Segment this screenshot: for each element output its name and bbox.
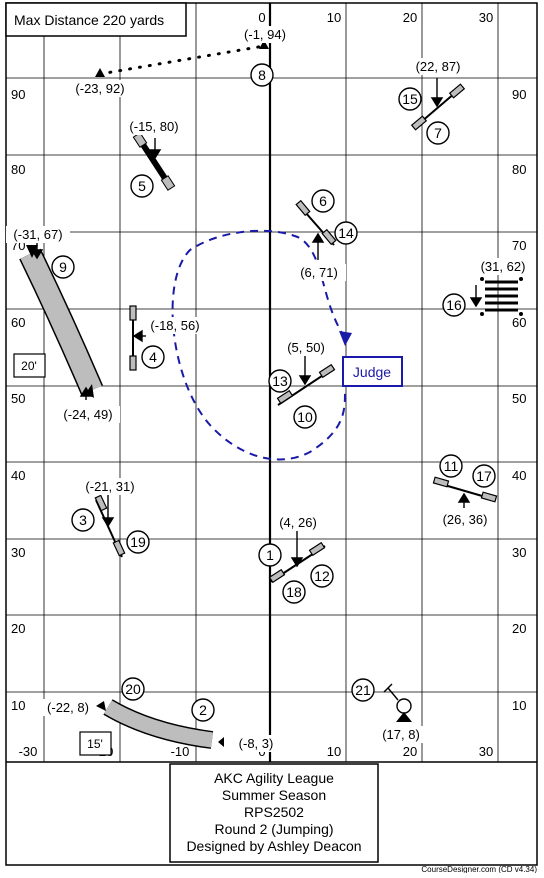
coord-label: (-1, 94) bbox=[244, 27, 286, 42]
right-axis-label: 40 bbox=[512, 468, 526, 483]
left-axis-label: 60 bbox=[11, 315, 25, 330]
obstacle-number-1: 1 bbox=[266, 547, 274, 563]
judge-label: Judge bbox=[353, 364, 391, 380]
right-axis-label: 50 bbox=[512, 391, 526, 406]
coord-label: (26, 36) bbox=[443, 512, 488, 527]
right-axis-label: 80 bbox=[512, 162, 526, 177]
tunnel-2-arrow bbox=[218, 737, 224, 747]
coord-label: (31, 62) bbox=[481, 259, 526, 274]
top-axis-label: 0 bbox=[258, 10, 265, 25]
bottom-axis-label: 30 bbox=[479, 744, 493, 759]
left-axis-label: 10 bbox=[11, 698, 25, 713]
obstacle-number-7: 7 bbox=[434, 125, 442, 141]
left-axis-label: 40 bbox=[11, 468, 25, 483]
coord-label: (4, 26) bbox=[279, 515, 317, 530]
left-axis-label: 90 bbox=[11, 87, 25, 102]
finish-21 bbox=[383, 683, 412, 722]
credit-text: CourseDesigner.com (CD v4.34) bbox=[421, 865, 537, 873]
obstacle-number-2: 2 bbox=[199, 702, 207, 718]
obstacle-number-9: 9 bbox=[59, 259, 67, 275]
start-cone-right bbox=[259, 40, 269, 49]
tunnel-2-length-box bbox=[79, 731, 112, 756]
right-axis-label: 20 bbox=[512, 621, 526, 636]
left-axis-label: 80 bbox=[11, 162, 25, 177]
coord-labels: (-1, 94) (-23, 92) (22, 87) (-15, 80) (-… bbox=[6, 26, 532, 752]
coord-label: (-22, 8) bbox=[47, 700, 89, 715]
coord-label: (5, 50) bbox=[287, 340, 325, 355]
right-axis-label: 60 bbox=[512, 315, 526, 330]
obstacle-number-12: 12 bbox=[314, 568, 330, 584]
tunnel-9-arrow bbox=[26, 245, 38, 258]
info-line: RPS2502 bbox=[244, 804, 304, 820]
obstacle-number-17: 17 bbox=[476, 468, 492, 484]
max-distance-box bbox=[5, 2, 187, 37]
obstacle-number-6: 6 bbox=[319, 193, 327, 209]
judge-box bbox=[342, 356, 403, 387]
top-axis-label: 30 bbox=[479, 10, 493, 25]
obstacle-number-20: 20 bbox=[125, 681, 141, 697]
info-line: Summer Season bbox=[222, 787, 326, 803]
weave-poles-16 bbox=[480, 277, 523, 316]
obstacle-number-10: 10 bbox=[297, 409, 313, 425]
obstacle-number-5: 5 bbox=[138, 178, 146, 194]
coord-label: (-8, 3) bbox=[239, 736, 274, 751]
tunnel-9-end-arrow bbox=[86, 384, 94, 398]
tunnel-2-length: 15' bbox=[87, 737, 103, 751]
coord-arrows bbox=[30, 78, 483, 568]
start-line bbox=[98, 44, 266, 76]
right-axis-label: 90 bbox=[512, 87, 526, 102]
obstacle-number-8: 8 bbox=[258, 67, 266, 83]
bottom-axis-label: 20 bbox=[403, 744, 417, 759]
coord-label: (-15, 80) bbox=[129, 119, 178, 134]
bottom-axis-label: 10 bbox=[327, 744, 341, 759]
max-distance-label: Max Distance 220 yards bbox=[14, 12, 164, 28]
left-axis-label: 30 bbox=[11, 545, 25, 560]
tunnel-20-arrow bbox=[96, 701, 106, 711]
top-axis-label: 10 bbox=[327, 10, 341, 25]
right-axis-label: 30 bbox=[512, 545, 526, 560]
jumps bbox=[94, 83, 498, 584]
course-border bbox=[5, 2, 538, 866]
obstacle-number-16: 16 bbox=[446, 297, 462, 313]
start-cone-left bbox=[95, 68, 105, 77]
judge-path-arrow bbox=[339, 331, 352, 346]
info-line: Designed by Ashley Deacon bbox=[186, 838, 361, 854]
coord-label: (-18, 56) bbox=[150, 318, 199, 333]
info-line: AKC Agility League bbox=[214, 770, 334, 786]
obstacle-number-4: 4 bbox=[149, 349, 157, 365]
bottom-axis-label: -10 bbox=[171, 744, 190, 759]
tunnel-9-length-box bbox=[13, 353, 46, 378]
right-axis-label: 10 bbox=[512, 698, 526, 713]
tunnel-9 bbox=[20, 249, 102, 395]
left-axis-label: 20 bbox=[11, 621, 25, 636]
coord-label: (-24, 49) bbox=[63, 407, 112, 422]
obstacle-number-13: 13 bbox=[272, 373, 288, 389]
top-axis-label: 20 bbox=[403, 10, 417, 25]
bottom-axis-label: -30 bbox=[19, 744, 38, 759]
tire-5 bbox=[132, 132, 176, 191]
left-axis-label: 50 bbox=[11, 391, 25, 406]
obstacle-number-14: 14 bbox=[338, 225, 354, 241]
coord-label: (-21, 31) bbox=[85, 479, 134, 494]
obstacle-numbers: 1 2 3 4 5 6 7 8 9 10 11 12 13 14 15 16 1… bbox=[51, 63, 496, 722]
coord-label: (-31, 67) bbox=[13, 227, 62, 242]
obstacle-number-19: 19 bbox=[130, 534, 146, 550]
coord-label: (6, 71) bbox=[300, 265, 338, 280]
obstacle-number-15: 15 bbox=[402, 91, 418, 107]
info-line: Round 2 (Jumping) bbox=[214, 821, 333, 837]
obstacle-number-3: 3 bbox=[79, 512, 87, 528]
info-box bbox=[169, 763, 379, 863]
tunnel-2 bbox=[104, 700, 213, 748]
obstacle-number-21: 21 bbox=[355, 682, 371, 698]
coord-label: (-23, 92) bbox=[75, 81, 124, 96]
coord-label: (22, 87) bbox=[416, 59, 461, 74]
right-axis-label: 70 bbox=[512, 238, 526, 253]
tunnel-9-length: 20' bbox=[21, 359, 37, 373]
coord-label: (17, 8) bbox=[382, 727, 420, 742]
obstacle-number-11: 11 bbox=[444, 458, 459, 474]
obstacle-number-18: 18 bbox=[286, 584, 302, 600]
info-text: AKC Agility League Summer Season RPS2502… bbox=[186, 770, 361, 854]
